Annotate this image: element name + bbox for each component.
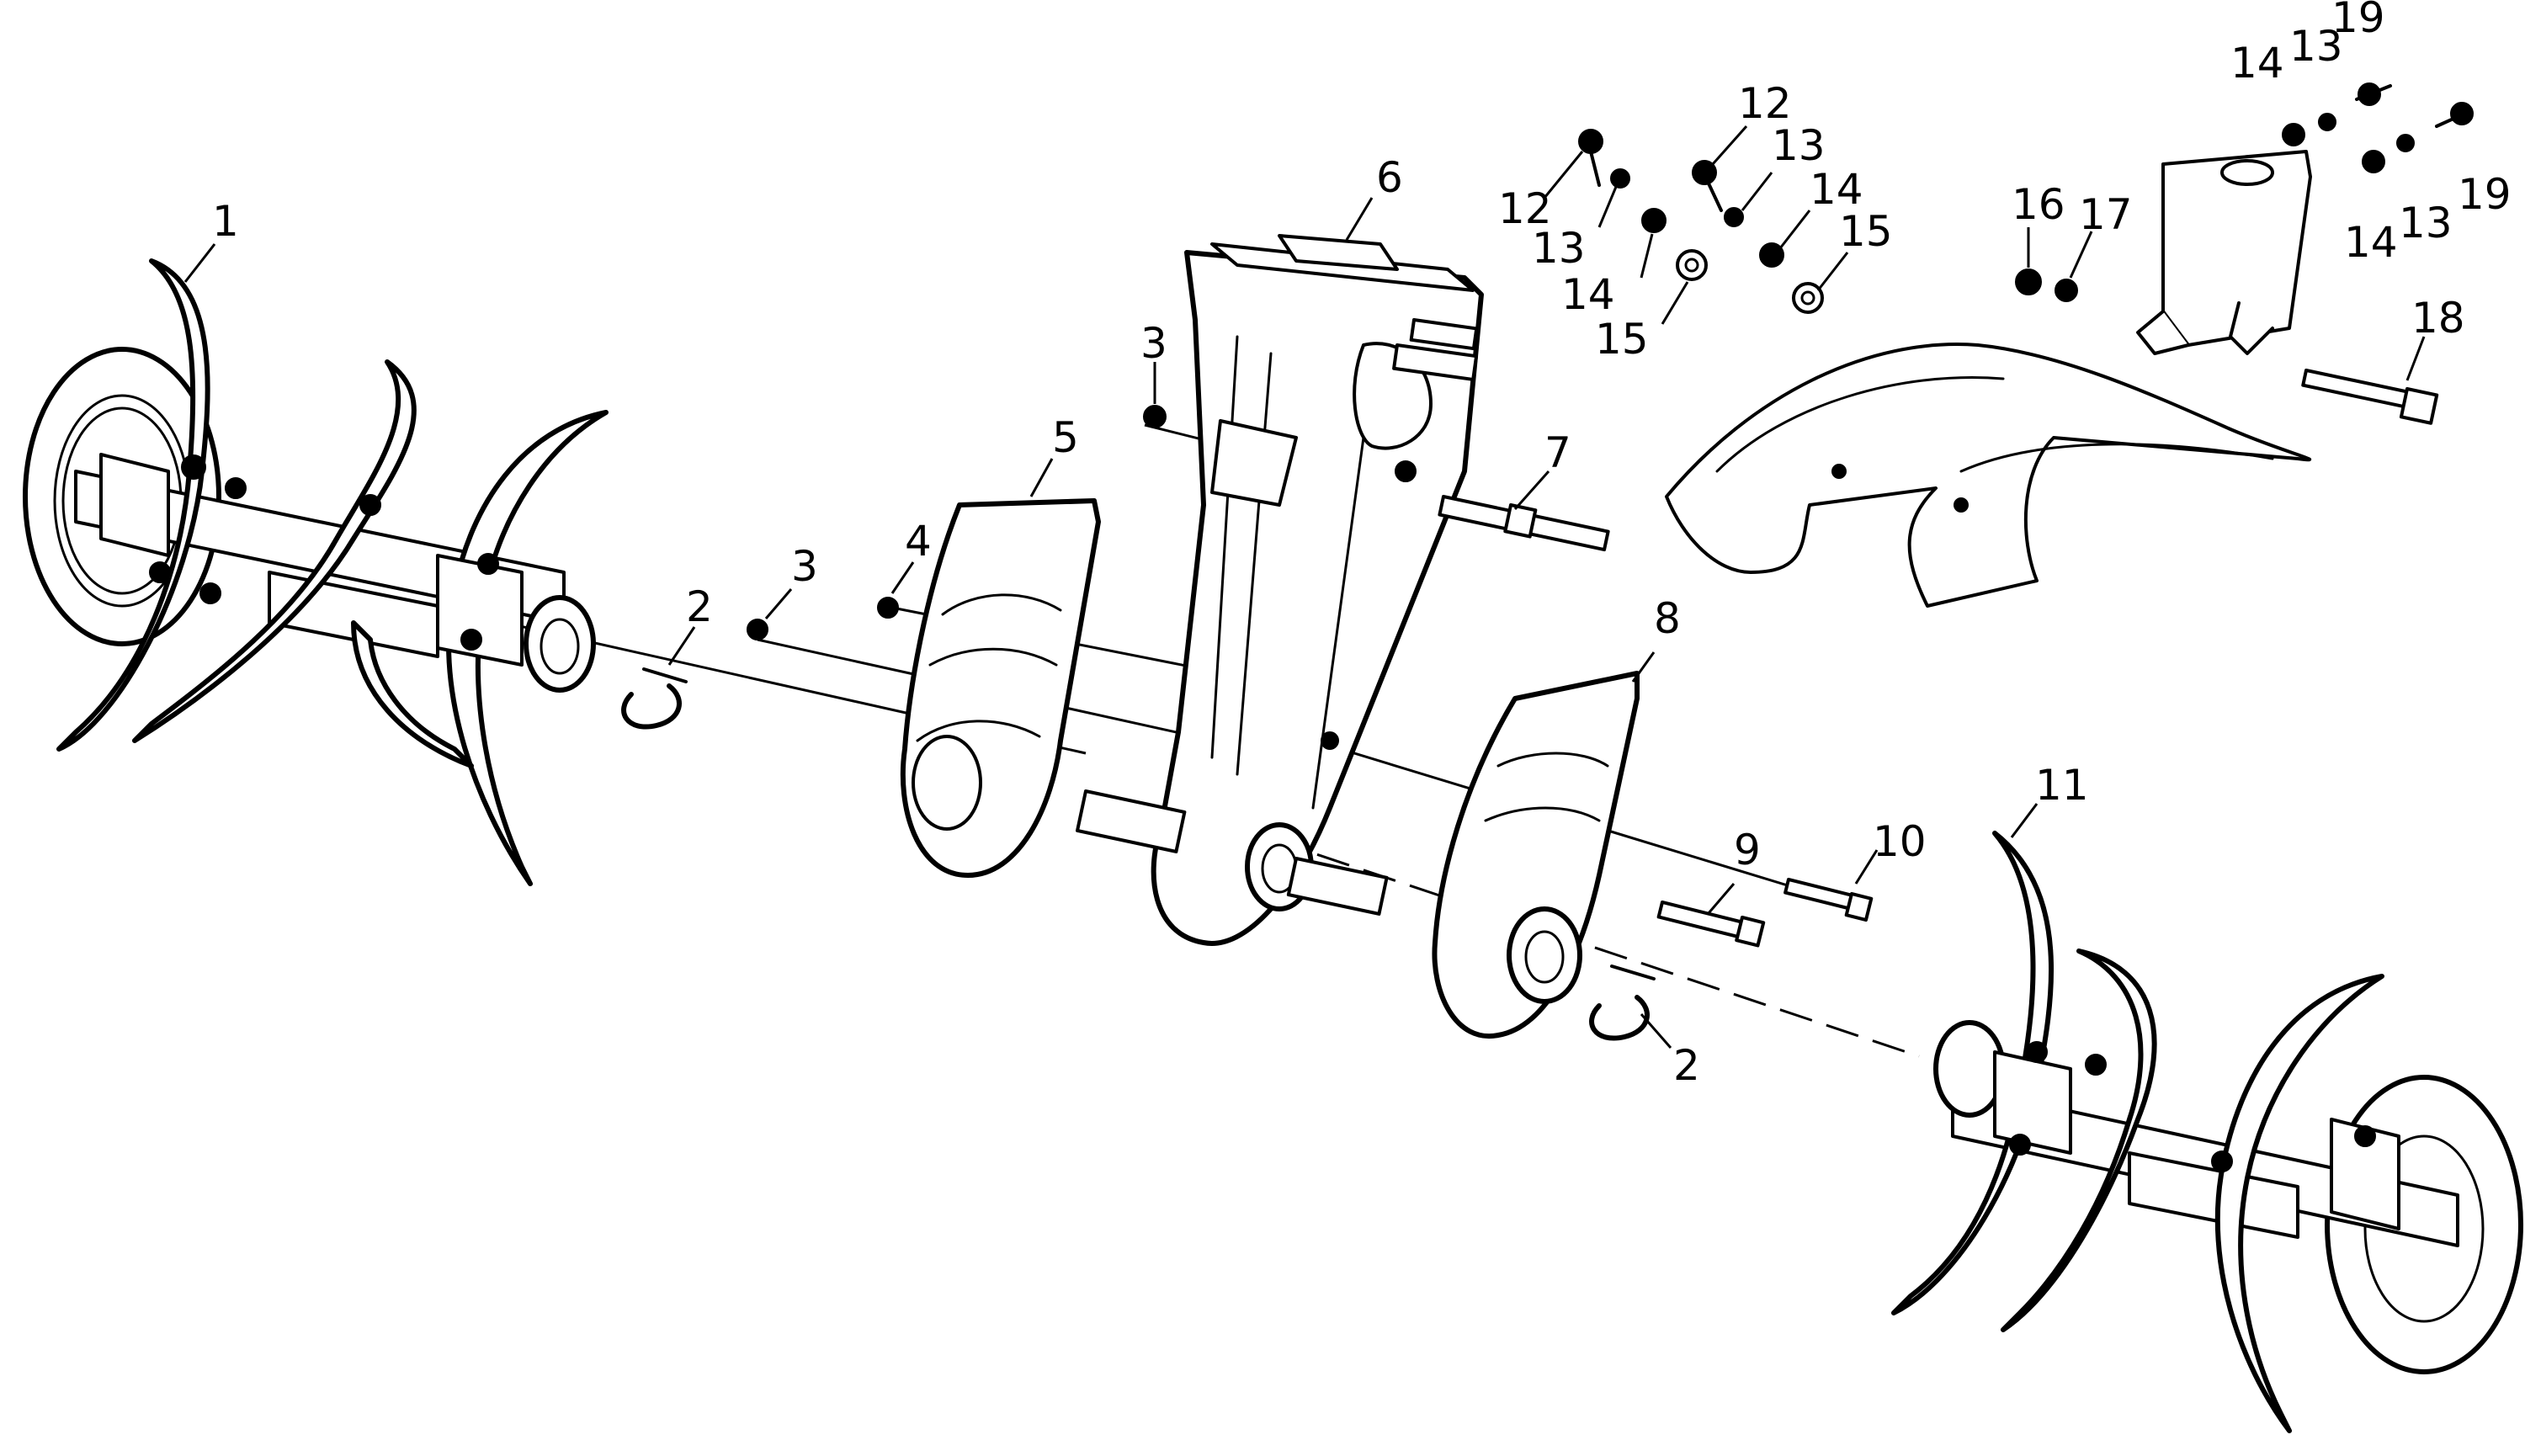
callout-13-left: 13 [1532, 224, 1586, 273]
callout-13-top-left: 13 [2289, 22, 2343, 71]
callout-1: 1 [212, 197, 239, 246]
callout-15-left: 15 [1595, 315, 1649, 364]
callout-4: 4 [905, 517, 932, 566]
callout-13-right: 13 [1772, 121, 1826, 170]
bolt-9 [1656, 901, 1766, 948]
callout-3-upper: 3 [1140, 319, 1167, 368]
callout-12-right: 12 [1738, 79, 1792, 128]
callout-14-left: 14 [1561, 270, 1615, 319]
callout-14-top-left: 14 [2230, 39, 2284, 88]
callout-15-right: 15 [1839, 207, 1893, 256]
left-side-cover [900, 498, 1101, 878]
leader-lines [183, 125, 2426, 1049]
nut-3-left [747, 619, 768, 640]
nut-4 [877, 597, 899, 619]
callout-labels: 1 2 2 3 3 4 5 6 7 8 9 10 11 12 12 13 13 … [212, 0, 2512, 1090]
nut-16 [2015, 268, 2042, 295]
callout-8: 8 [1654, 594, 1681, 643]
hardware-stack-top-left [2282, 82, 2392, 146]
hardware-stack-left [1578, 129, 1708, 281]
callout-10: 10 [1873, 817, 1927, 866]
callout-7: 7 [1544, 428, 1571, 477]
right-side-cover [1432, 671, 1640, 1039]
fender-shield [1665, 150, 2312, 608]
callout-12-left: 12 [1498, 184, 1552, 233]
callout-2-left: 2 [686, 582, 713, 631]
right-tine-assembly [1891, 831, 2523, 1433]
callout-11: 11 [2035, 761, 2089, 810]
bolt-10 [1783, 878, 1874, 922]
hardware-stack-right [1692, 160, 1824, 314]
callout-14-top-right: 14 [2344, 218, 2398, 267]
nut-3-upper [1143, 405, 1167, 428]
callout-19-right: 19 [2458, 170, 2512, 219]
callout-16: 16 [2012, 180, 2065, 229]
callout-3-left: 3 [791, 542, 818, 591]
callout-5: 5 [1052, 413, 1079, 462]
bolt-18 [2301, 368, 2439, 425]
callout-17: 17 [2079, 190, 2133, 239]
gearbox-housing [1076, 234, 1484, 946]
callout-9: 9 [1734, 826, 1761, 874]
callout-2-right: 2 [1673, 1041, 1700, 1090]
callout-13-top-right: 13 [2399, 199, 2453, 247]
washer-17 [2055, 279, 2078, 302]
callout-18: 18 [2411, 294, 2465, 343]
clip-pin-left [621, 667, 688, 730]
shaft-bolt [1438, 495, 1610, 552]
callout-6: 6 [1376, 153, 1403, 202]
callout-19-top: 19 [2331, 0, 2385, 42]
hardware-stack-top-right [2362, 102, 2474, 173]
left-tine-assembly [23, 258, 609, 886]
clip-pin-right [1589, 964, 1656, 1041]
callout-14-right: 14 [1810, 165, 1863, 214]
